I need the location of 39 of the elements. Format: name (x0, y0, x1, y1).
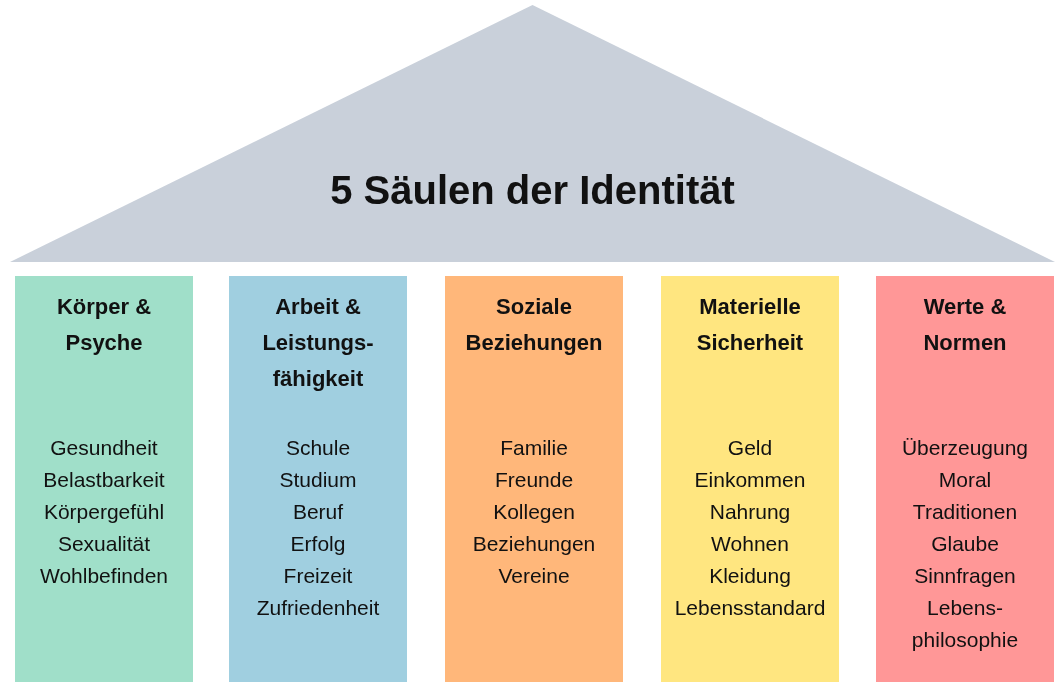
pillar-item: Wohlbefinden (39, 563, 168, 589)
pillar-item: Familie (500, 435, 568, 461)
pillar-item: Geld (727, 435, 773, 461)
pillar-item: Belastbarkeit (43, 467, 165, 493)
pillar-panel (229, 276, 407, 682)
pillar-item: Gesundheit (50, 435, 158, 461)
pillar-panel (876, 276, 1054, 682)
pillar-heading: Soziale Beziehungen (464, 293, 604, 357)
pillar-heading: Körper & Psyche (55, 293, 153, 357)
pillar-item: Sinnfragen (914, 563, 1016, 589)
pillar-item: Nahrung (709, 499, 791, 525)
pillar-panel (15, 276, 193, 682)
pillar-item: Kleidung (709, 563, 791, 589)
pillar-heading: Werte & Normen (922, 293, 1008, 357)
pillar-item: Zufriedenheit (256, 595, 380, 621)
pillar-item: Kollegen (493, 499, 575, 525)
pillar-item: Moral (938, 467, 992, 493)
pillar-item: Wohnen (711, 531, 789, 557)
pillar-panel (661, 276, 839, 682)
pillar-item: Studium (279, 467, 357, 493)
pillar-item: Glaube (931, 531, 999, 557)
pillar-item: Vereine (498, 563, 570, 589)
pillar-heading: Materielle Sicherheit (695, 293, 805, 357)
pillar-item: Beziehungen (472, 531, 596, 557)
pillar-item: Erfolg (290, 531, 346, 557)
pillar-item: Sexualität (57, 531, 151, 557)
pillar-panel (445, 276, 623, 682)
pillar-item: Einkommen (694, 467, 806, 493)
pillar-item: Lebensstandard (674, 595, 826, 621)
pillar-item: Schule (285, 435, 351, 461)
pillar-item: Freizeit (283, 563, 353, 589)
roof-title: 5 Säulen der Identität (330, 167, 735, 214)
pillar-item: Überzeugung (901, 435, 1029, 461)
pillar-item: Traditionen (912, 499, 1018, 525)
pillar-item: Freunde (494, 467, 574, 493)
pillar-heading: Arbeit & Leistungs-fähigkeit (261, 293, 375, 393)
pillar-item: Lebens-philosophie (910, 595, 1020, 653)
pillar-item: Körpergefühl (43, 499, 165, 525)
pillar-item: Beruf (292, 499, 344, 525)
